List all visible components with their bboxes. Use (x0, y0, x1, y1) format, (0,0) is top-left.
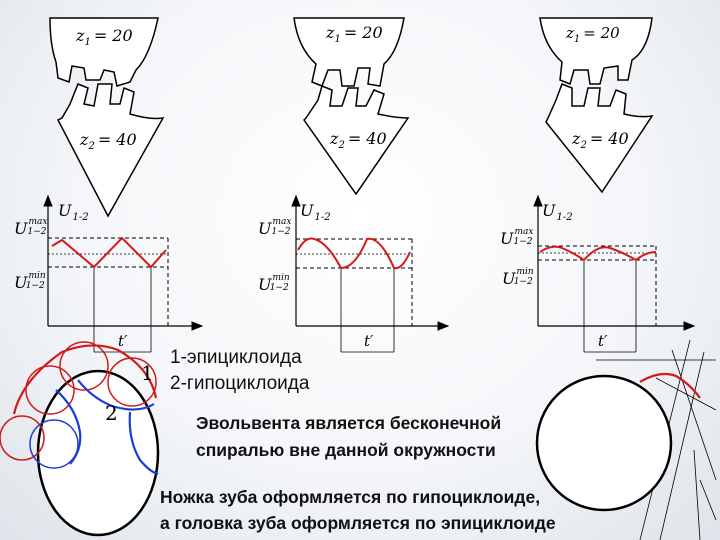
epicycloid-rolling-circle (0, 415, 45, 461)
gear-z1-body (539, 17, 653, 86)
z2-label: z2= 40 (79, 130, 137, 152)
z1-label: z1= 20 (565, 24, 620, 45)
gear-z2-body (303, 84, 410, 196)
tangent-line (693, 449, 701, 540)
epicycloid-rolling-circle (59, 341, 109, 391)
hypocycloid-curve (77, 379, 155, 411)
tprime-label: t′ (364, 332, 374, 350)
tangent-line (671, 349, 717, 481)
z1-label: z1= 20 (75, 26, 133, 48)
legend-epicycloid: 1-эпициклоида (170, 347, 302, 368)
tangent-line (659, 351, 705, 540)
epicycloid-curve (12, 344, 158, 415)
y-axis-arrow (43, 194, 53, 207)
gear-z1-body (293, 17, 405, 87)
axis-label-u12: U1-2 (542, 201, 573, 223)
conclusion-line-1: Ножка зуба оформляется по гипоциклоиде, (160, 487, 541, 507)
tangent-line (699, 479, 717, 521)
axis-label-u12: U1-2 (300, 201, 331, 223)
hypocycloid-rolling-circle (29, 419, 79, 469)
hypocycloid-curve (55, 389, 82, 465)
x-axis-arrow (683, 321, 696, 331)
velocity-graph-2 (291, 194, 450, 353)
z1-label: z1= 20 (325, 23, 383, 45)
gear-z1-body (49, 17, 159, 87)
involute-curve (639, 372, 701, 399)
gear-mesh-panel-3: z1= 20 z2= 40 (539, 17, 654, 194)
base-circle (36, 369, 160, 537)
velocity-graph-1 (43, 194, 204, 353)
y-axis-arrow (533, 194, 543, 207)
gear-mesh-panel-2: z1= 20 z2= 40 (293, 17, 410, 196)
tprime-label: t′ (598, 332, 608, 350)
x-axis-arrow (437, 321, 450, 331)
velocity-curve-triangular (51, 236, 167, 269)
cycloid-construction (0, 341, 160, 537)
involute-text-line-1: Эвольвента является бесконечной (196, 413, 502, 433)
velocity-graph-3 (533, 194, 696, 353)
velocity-curve-sinusoidal (297, 237, 411, 270)
base-circle (535, 374, 673, 512)
z2-label: z2= 40 (329, 129, 387, 151)
label-one: 1 (141, 361, 154, 385)
epicycloid-rolling-circle (25, 365, 75, 415)
hypocycloid-curve (128, 411, 159, 476)
x-axis-arrow (191, 321, 204, 331)
gear-z2-body (545, 83, 654, 194)
axis-label-u12: U1-2 (58, 201, 89, 223)
gear-z2-body (56, 83, 165, 218)
label-two: 2 (105, 401, 118, 425)
conclusion-line-2: а головка зуба оформляется по эпициклоид… (160, 513, 556, 533)
legend-hypocycloid: 2-гипоциклоида (170, 373, 310, 394)
velocity-curve-small-ripple (539, 245, 657, 262)
involute-text-line-2: спиралью вне данной окружности (196, 440, 496, 460)
y-axis-arrow (291, 194, 301, 207)
tprime-label: t′ (118, 332, 128, 350)
tangent-line (655, 377, 717, 411)
z2-label: z2= 40 (571, 129, 629, 151)
involute-construction (535, 339, 717, 540)
epicycloid-rolling-circle (107, 357, 157, 407)
gear-mesh-panel-1: z1= 20 z2= 40 (49, 17, 165, 218)
